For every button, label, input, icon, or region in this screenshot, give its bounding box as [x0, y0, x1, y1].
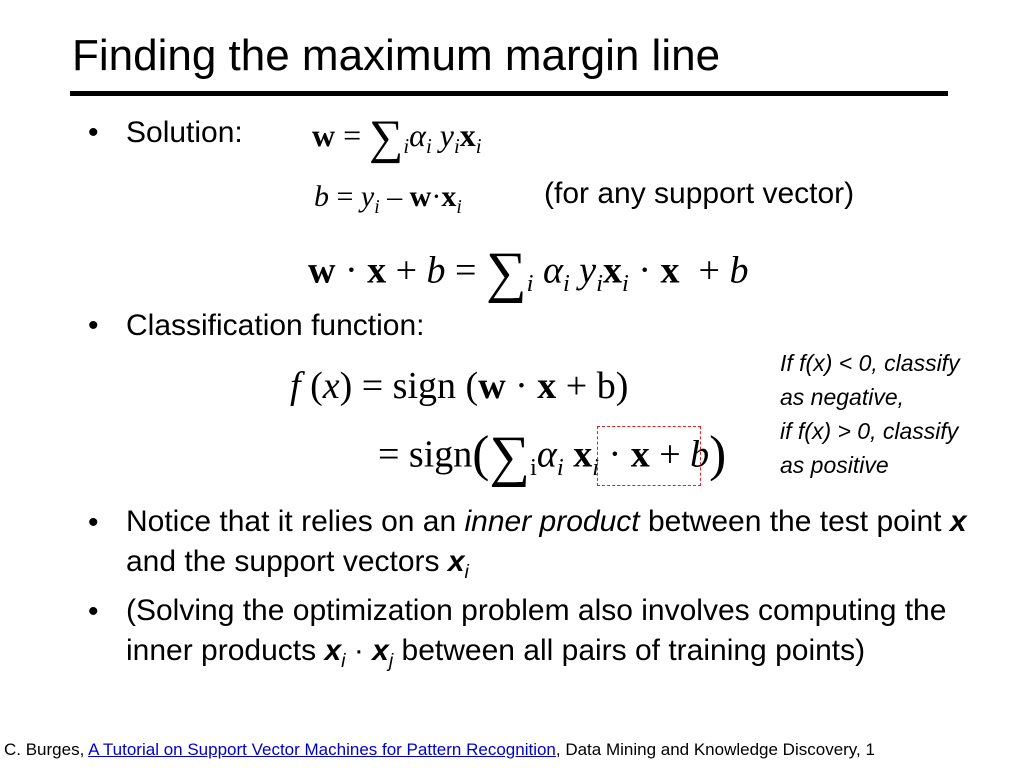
title-rule — [70, 91, 948, 96]
slide-title: Finding the maximum margin line — [72, 31, 721, 80]
citation-link[interactable]: A Tutorial on Support Vector Machines fo… — [88, 740, 556, 759]
classification-label: Classification function: — [126, 309, 425, 342]
inner-product-highlight — [597, 426, 701, 486]
equation-f: f (x) = sign (w · x + b) — [290, 365, 629, 407]
solving-xi-sub: i — [341, 649, 346, 672]
solving-xj-sub: j — [388, 649, 394, 672]
notice-text: Notice that it relies on an inner produc… — [126, 502, 996, 592]
notice-emphasis: inner product — [464, 505, 640, 538]
solving-xj: x — [372, 634, 389, 667]
solution-label: Solution: — [126, 116, 243, 149]
solving-xi: x — [324, 634, 342, 667]
footer-post: , Data Mining and Knowledge Discovery, 1 — [555, 740, 875, 759]
bullet-dot: • — [88, 595, 99, 628]
solving-post: between all pairs of training points) — [393, 634, 866, 667]
solving-dot: · — [345, 634, 373, 667]
solving-text: (Solving the optimization problem also i… — [126, 591, 996, 681]
notice-xi: x — [447, 545, 465, 578]
solving-pre: (Solving the optimization problem also i… — [126, 594, 947, 667]
equation-w: w = ∑iαi yixi — [312, 111, 482, 164]
notice-pre: Notice that it relies on an — [126, 505, 465, 538]
bullet-dot: • — [88, 116, 99, 149]
for-any-support-vector: (for any support vector) — [544, 177, 855, 210]
classification-note: If f(x) < 0, classify as negative, if f(… — [780, 346, 960, 482]
note-line: If f(x) < 0, classify — [780, 350, 960, 376]
notice-mid2: and the support vectors — [126, 545, 448, 578]
equation-decision: w · x + b = ∑i αi yixi · x + b — [308, 241, 749, 304]
equation-b: b = yi – w·xi — [314, 180, 462, 218]
bullet-dot: • — [88, 309, 99, 342]
equation-f-expanded: = sign(∑iαi xi · x + b) — [378, 425, 727, 488]
notice-mid: between the test point — [639, 505, 950, 538]
notice-xi-sub: i — [464, 560, 469, 583]
bullet-dot: • — [88, 506, 99, 539]
note-line: as negative, — [780, 384, 905, 410]
footer-pre: C. Burges, — [4, 740, 89, 759]
footer-citation: C. Burges, A Tutorial on Support Vector … — [4, 740, 875, 760]
note-line: if f(x) > 0, classify — [780, 418, 959, 444]
notice-x: x — [949, 505, 967, 538]
note-line: as positive — [780, 452, 889, 478]
